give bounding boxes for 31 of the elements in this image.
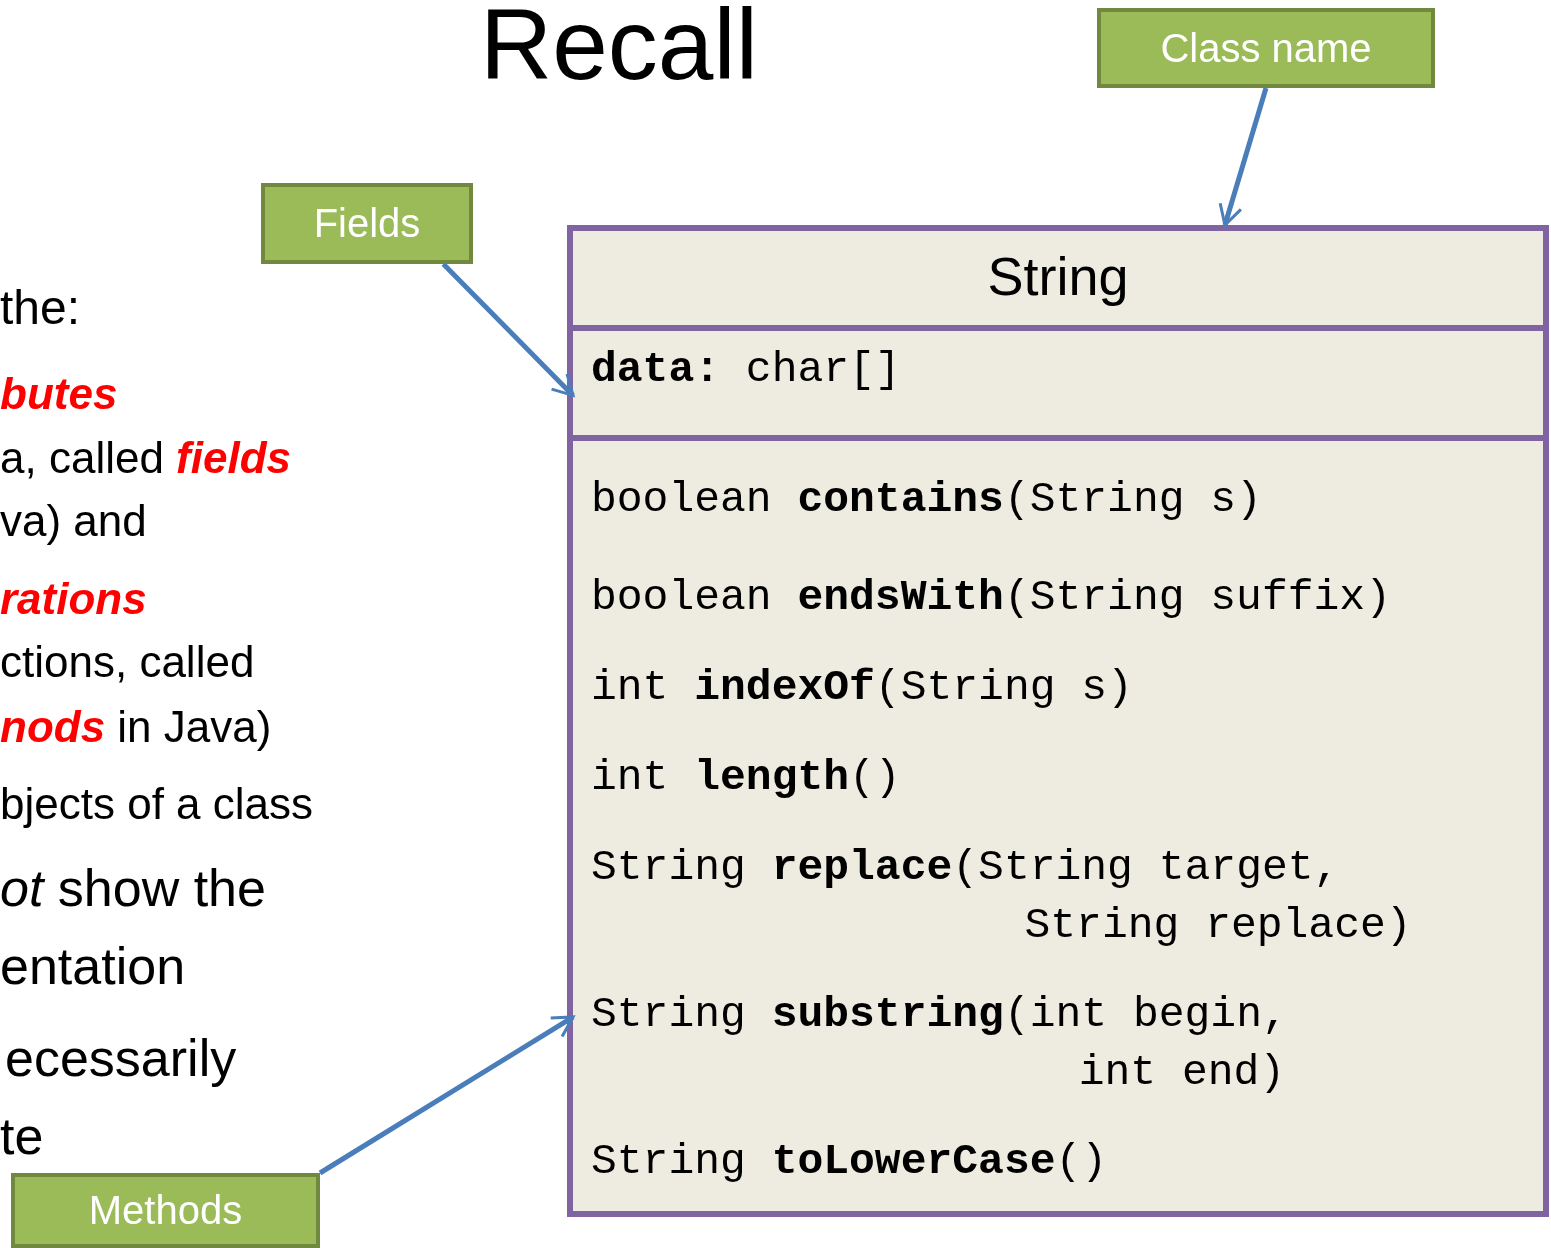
bullet-text: va) and [0, 499, 147, 543]
callout-box [261, 183, 473, 264]
bullet-text: nods in Java) [0, 705, 272, 749]
slide-title: Recall [480, 0, 758, 94]
uml-class-box [567, 225, 1549, 1217]
bullet-text: ctions, called [0, 640, 255, 684]
arrow [318, 1014, 575, 1176]
field-declaration: data: char[] [591, 344, 901, 396]
callout-text: Methods [88, 1188, 243, 1233]
bullet-text: entation [0, 940, 186, 992]
bullet-text: a, called fields [0, 436, 292, 480]
bullet-text: rations [0, 577, 147, 621]
bullet-text: butes [0, 372, 118, 416]
callout-text: Class name [1160, 25, 1372, 71]
bullet-text: ot show the [0, 862, 266, 914]
callout-box [11, 1173, 320, 1248]
method-signature: String substring(int begin, int end) [591, 989, 1289, 1099]
callout-text: Fields [313, 201, 421, 246]
arrow [1218, 87, 1269, 227]
bullet-text: bjects of a class [0, 782, 314, 826]
class-name: String [986, 245, 1130, 307]
method-signature: int indexOf(String s) [591, 662, 1134, 714]
method-signature: int length() [591, 752, 902, 804]
callout-box [1097, 8, 1435, 88]
bullet-text: the: [0, 284, 81, 332]
arrow [441, 262, 575, 398]
method-signature: boolean endsWith(String suffix) [591, 572, 1392, 624]
bullet-text: te [0, 1110, 44, 1162]
method-signature: boolean contains(String s) [591, 474, 1263, 526]
method-signature: String toLowerCase() [591, 1136, 1109, 1188]
method-signature: String replace(String target, String replace) [591, 842, 1413, 952]
